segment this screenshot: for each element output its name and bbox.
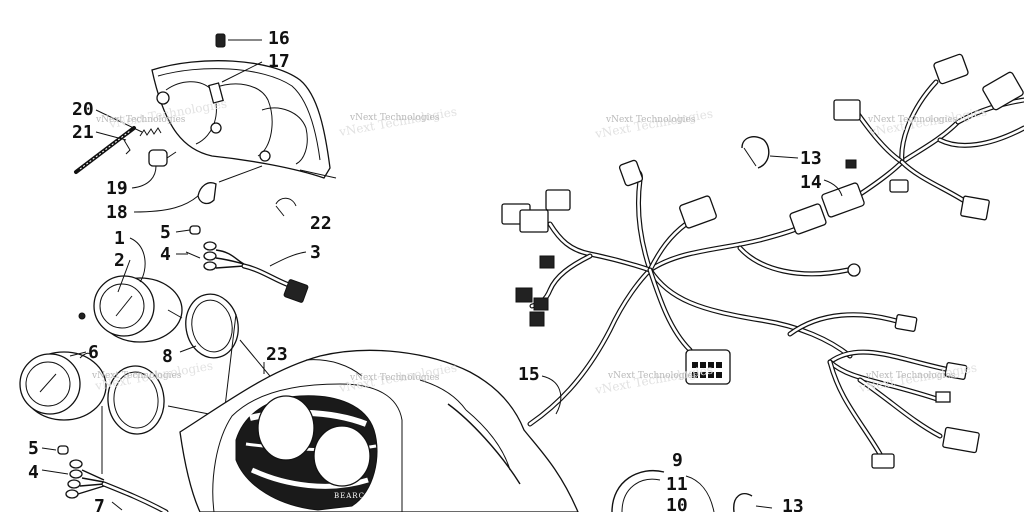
part-15-main-harness [527,167,953,457]
callout-17: 17 [268,51,290,72]
watermark-text: vNext Technologies [867,115,958,125]
callout-13-lower: 13 [782,496,804,512]
callout-6: 6 [88,342,99,363]
callout-16: 16 [268,28,290,49]
hood-badge: BEARCA [334,492,371,500]
watermark-text: vNext Technologies [349,113,440,123]
part-9-ring-lower [611,470,715,513]
part-1-gauge [78,275,183,343]
part-18-socket [197,182,217,205]
watermark-text: vNext Technologies [349,373,440,383]
callout-11: 11 [666,474,688,495]
part-19-bulb [148,149,177,167]
callout-labels: 16 17 20 21 19 18 22 1 2 5 4 3 6 8 23 5 … [28,28,822,516]
part-20-spring [139,127,162,137]
callout-10: 10 [666,495,688,512]
watermark-text: vNext Technologies [95,115,186,125]
part-16-clip [215,33,226,48]
callout-20: 20 [72,99,94,120]
callout-13-upper: 13 [800,148,822,169]
callout-18: 18 [106,202,128,223]
part-8-ring [185,293,239,359]
callout-23: 23 [266,344,288,365]
callout-22: 22 [310,213,332,234]
callout-7: 7 [94,496,105,512]
watermark-text: vNext Technologies [605,115,696,125]
part-21-adjust-screw [74,126,136,174]
callout-4-upper: 4 [160,244,171,265]
callout-5-upper: 5 [160,222,171,243]
part-8-ring-lower [107,365,165,435]
part-3-bulb-harness [185,225,309,303]
part-6-gauge [19,351,107,421]
callout-5-lower: 5 [28,438,39,459]
part-23-hood: BEARCA [179,349,579,513]
part-22-wire-clip [275,197,297,207]
leader-lines-gauge-upper [117,229,307,374]
leader-lines-harness [541,155,843,509]
callout-2: 2 [114,250,125,271]
callout-1: 1 [114,228,125,249]
callout-3: 3 [310,242,321,263]
callout-9: 9 [672,450,683,471]
watermark-text: vNext Technologies [865,371,956,381]
callout-19: 19 [106,178,128,199]
headlight-housing [151,60,337,179]
part-13-clamp-lower [733,493,753,513]
callout-14: 14 [800,172,822,193]
part-7-bulb-harness [57,445,169,515]
callout-4-lower: 4 [28,462,39,483]
harness-connectors [501,159,980,469]
part-14-sub-harness [821,53,1024,221]
callout-8: 8 [162,346,173,367]
callout-21: 21 [72,122,94,143]
part-13-clamp-upper [741,136,770,169]
leader-lines-headlight [95,39,285,217]
callout-15: 15 [518,364,540,385]
watermark-text: vNext Technologies [91,371,182,381]
watermark-text: vNext Technologies [607,371,698,381]
